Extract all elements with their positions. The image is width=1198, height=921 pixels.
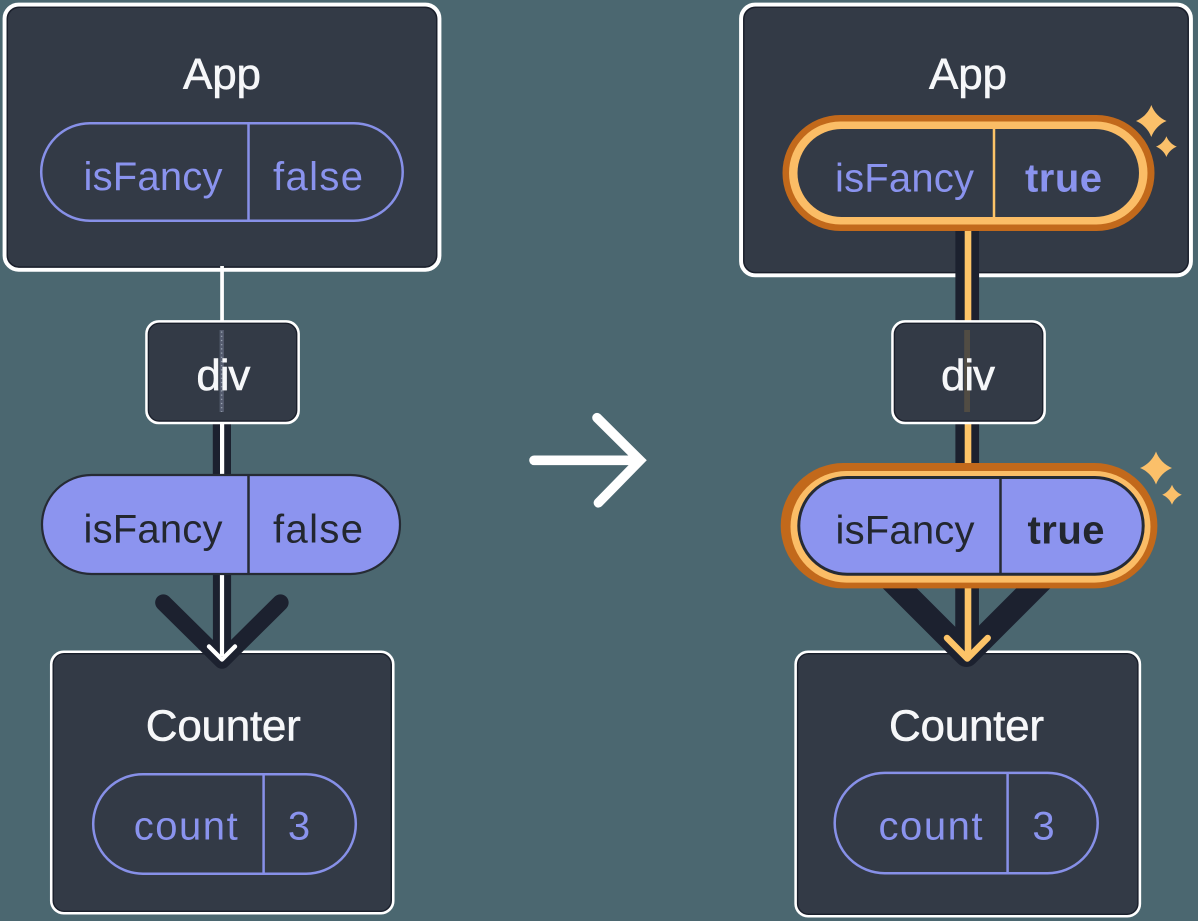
svg-text:isFancy: isFancy (84, 155, 223, 199)
svg-text:div: div (196, 351, 250, 400)
svg-text:false: false (273, 508, 363, 552)
svg-text:isFancy: isFancy (836, 509, 975, 553)
svg-text:isFancy: isFancy (84, 508, 223, 552)
svg-text:count: count (879, 805, 983, 849)
svg-text:false: false (273, 155, 363, 199)
svg-text:isFancy: isFancy (835, 157, 974, 201)
svg-text:App: App (929, 50, 1007, 99)
svg-text:count: count (134, 805, 238, 849)
svg-text:Counter: Counter (146, 702, 301, 751)
svg-text:3: 3 (1032, 805, 1054, 849)
svg-text:3: 3 (288, 805, 310, 849)
svg-text:true: true (1028, 509, 1105, 553)
svg-text:true: true (1025, 157, 1102, 201)
svg-text:div: div (941, 351, 995, 400)
svg-text:App: App (183, 50, 261, 99)
svg-text:Counter: Counter (889, 702, 1044, 751)
